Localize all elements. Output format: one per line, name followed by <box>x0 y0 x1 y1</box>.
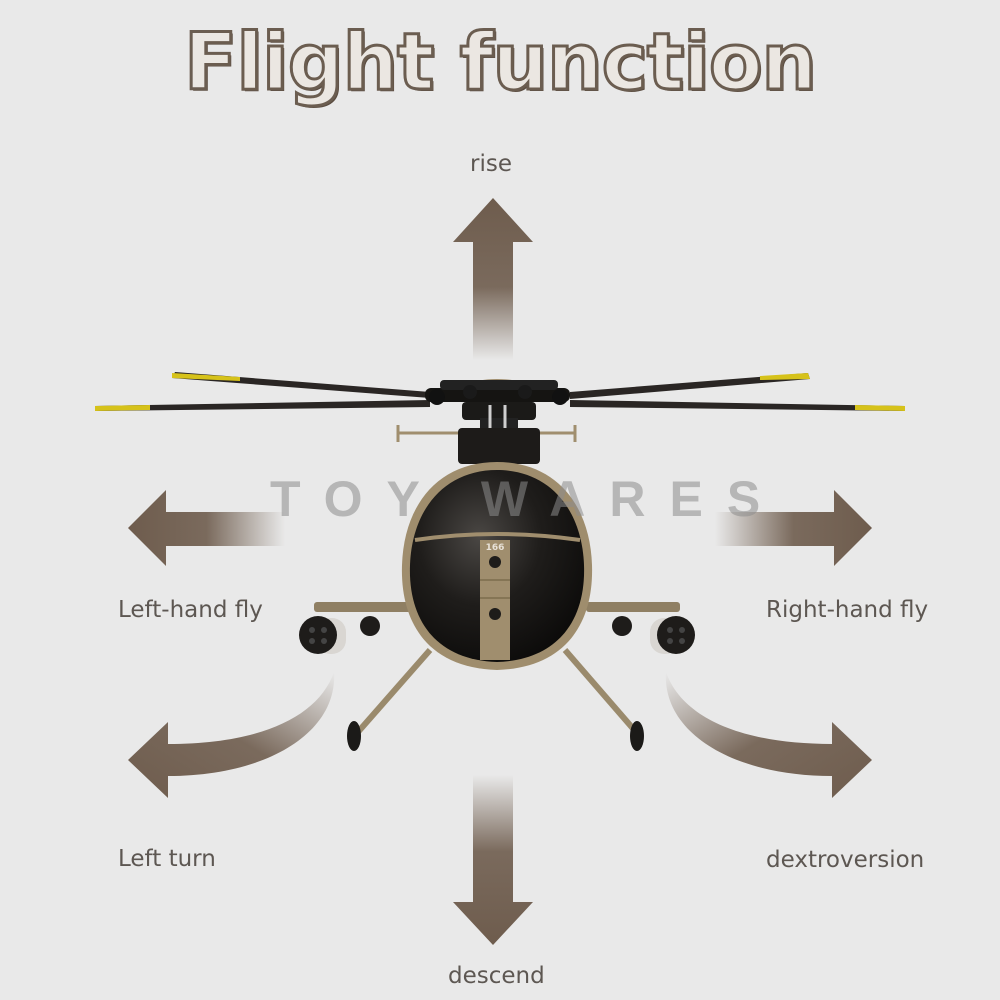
right-turn-arrow <box>665 672 872 798</box>
left-turn-arrow <box>128 672 335 798</box>
label-rise: rise <box>470 151 512 177</box>
label-descend: descend <box>448 963 545 989</box>
rocket-pods <box>299 616 695 654</box>
right-fly-arrow <box>715 490 872 566</box>
watermark: TOY WARES <box>270 471 785 527</box>
left-fly-arrow <box>128 490 285 566</box>
descend-arrow <box>453 775 533 945</box>
fuselage: 166 <box>401 462 593 670</box>
helicopter: 166 <box>95 372 905 751</box>
label-left-fly: Left-hand fly <box>118 597 263 623</box>
tail-stabilizer <box>396 425 577 464</box>
rise-arrow <box>453 198 533 360</box>
label-right-turn: dextroversion <box>766 847 925 873</box>
page-title: Flight function <box>183 17 819 110</box>
landing-skids <box>347 648 644 751</box>
rotor-blades <box>95 372 905 411</box>
nose-number: 166 <box>486 543 505 553</box>
label-right-fly: Right-hand fly <box>766 597 929 623</box>
label-left-turn: Left turn <box>118 846 216 872</box>
stub-wings <box>314 602 680 612</box>
